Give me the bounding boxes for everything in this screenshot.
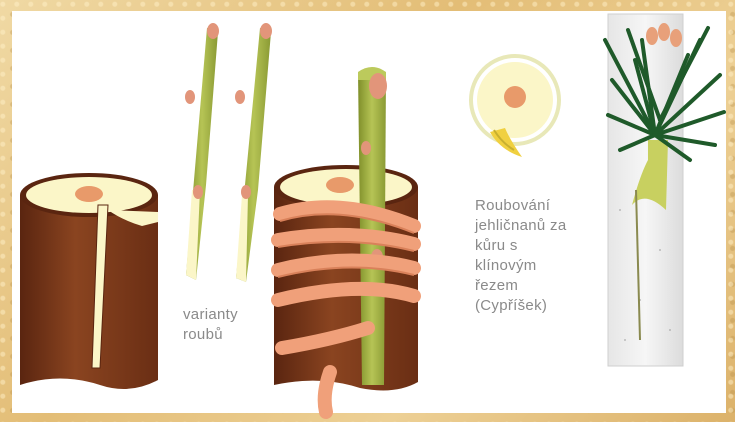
scion-variants-label: varianty roubů bbox=[183, 305, 238, 345]
stem-cross-section bbox=[471, 56, 559, 157]
scion-variant-2 bbox=[235, 23, 272, 282]
rootstock-cut bbox=[20, 173, 158, 389]
conifer-graft bbox=[605, 14, 724, 366]
scion-variant-1 bbox=[185, 23, 219, 280]
grafting-description: Roubování jehličnanů za kůru s klínovým … bbox=[475, 196, 566, 316]
rootstock-grafted bbox=[274, 67, 418, 412]
